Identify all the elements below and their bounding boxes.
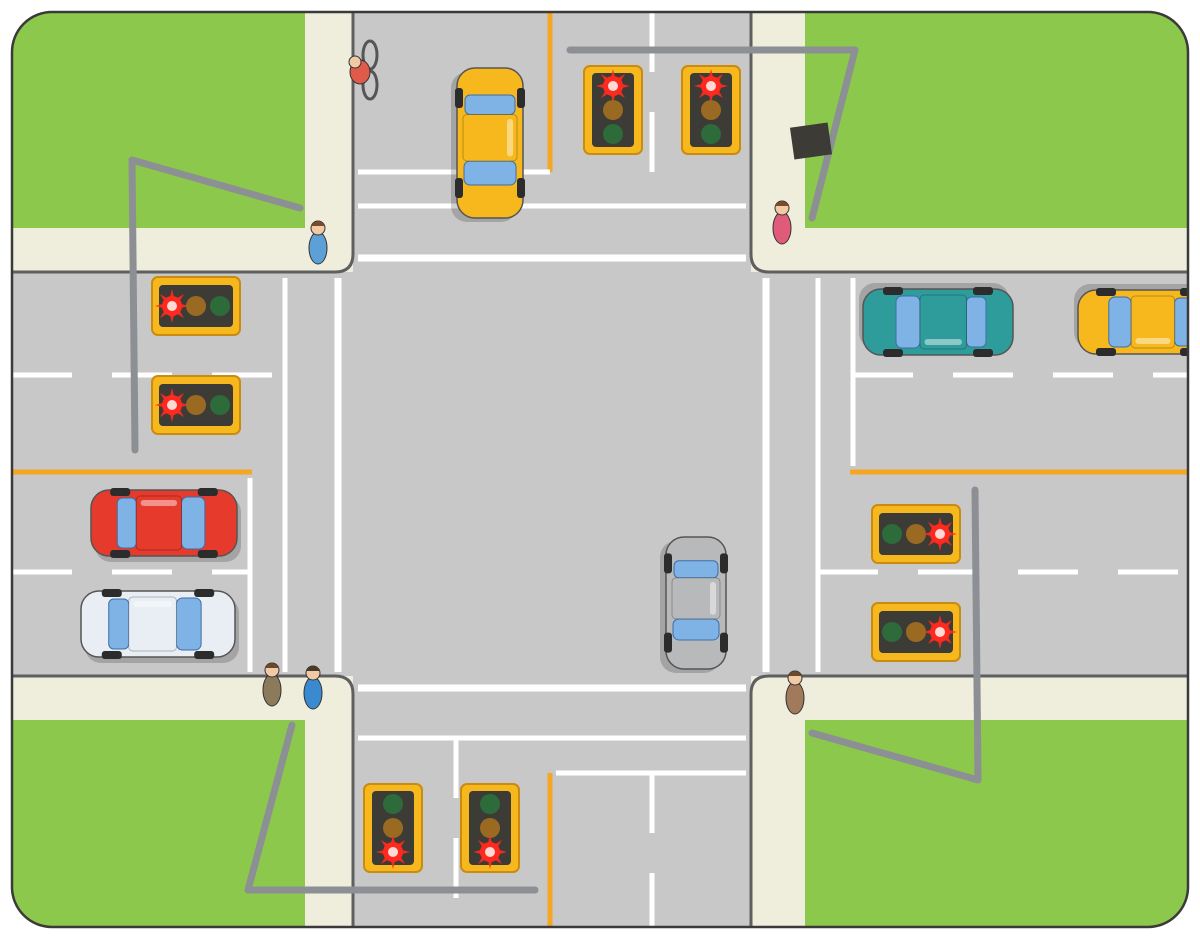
traffic-signal-4 (460, 783, 520, 873)
traffic-signal-7 (871, 504, 961, 564)
signal-poles (128, 46, 982, 894)
yellow-taxi-east (1074, 284, 1188, 356)
traffic-signal-5 (151, 276, 241, 336)
pedestrian-4 (303, 665, 323, 710)
pedestrian-2 (772, 200, 792, 245)
traffic-signal-1 (583, 65, 643, 155)
unlit-lamp (383, 818, 403, 838)
traffic-signal-8 (871, 602, 961, 662)
unlit-lamp (882, 524, 902, 544)
unlit-lamp (186, 296, 206, 316)
map-area (12, 12, 1188, 927)
lane-markings (12, 12, 1188, 927)
cyclist (348, 39, 379, 101)
unlit-lamp (480, 794, 500, 814)
red-car-west (90, 488, 241, 562)
unlit-lamp (210, 395, 230, 415)
unlit-lamp (603, 100, 623, 120)
traffic-signals (151, 65, 961, 873)
pedestrian-1 (308, 220, 328, 265)
unlit-lamp (186, 395, 206, 415)
traffic-signal-2 (681, 65, 741, 155)
diagram-frame (10, 10, 1190, 929)
pedestrians (262, 39, 805, 715)
unlit-lamp (603, 124, 623, 144)
traffic-signal-3 (363, 783, 423, 873)
unlit-lamp (906, 524, 926, 544)
yellow-taxi-north (451, 67, 525, 222)
unlit-lamp (480, 818, 500, 838)
teal-suv-east (859, 283, 1014, 357)
white-car-west (80, 589, 239, 663)
unlit-lamp (882, 622, 902, 642)
unlit-lamp (701, 100, 721, 120)
silver-car-center (660, 536, 728, 673)
pedestrian-signal-box (789, 122, 833, 160)
pedestrian-3 (262, 662, 282, 707)
unlit-lamp (906, 622, 926, 642)
pedestrian-5 (785, 670, 805, 715)
unlit-lamp (701, 124, 721, 144)
unlit-lamp (210, 296, 230, 316)
unlit-lamp (383, 794, 403, 814)
traffic-signal-6 (151, 375, 241, 435)
vehicles (80, 67, 1188, 673)
